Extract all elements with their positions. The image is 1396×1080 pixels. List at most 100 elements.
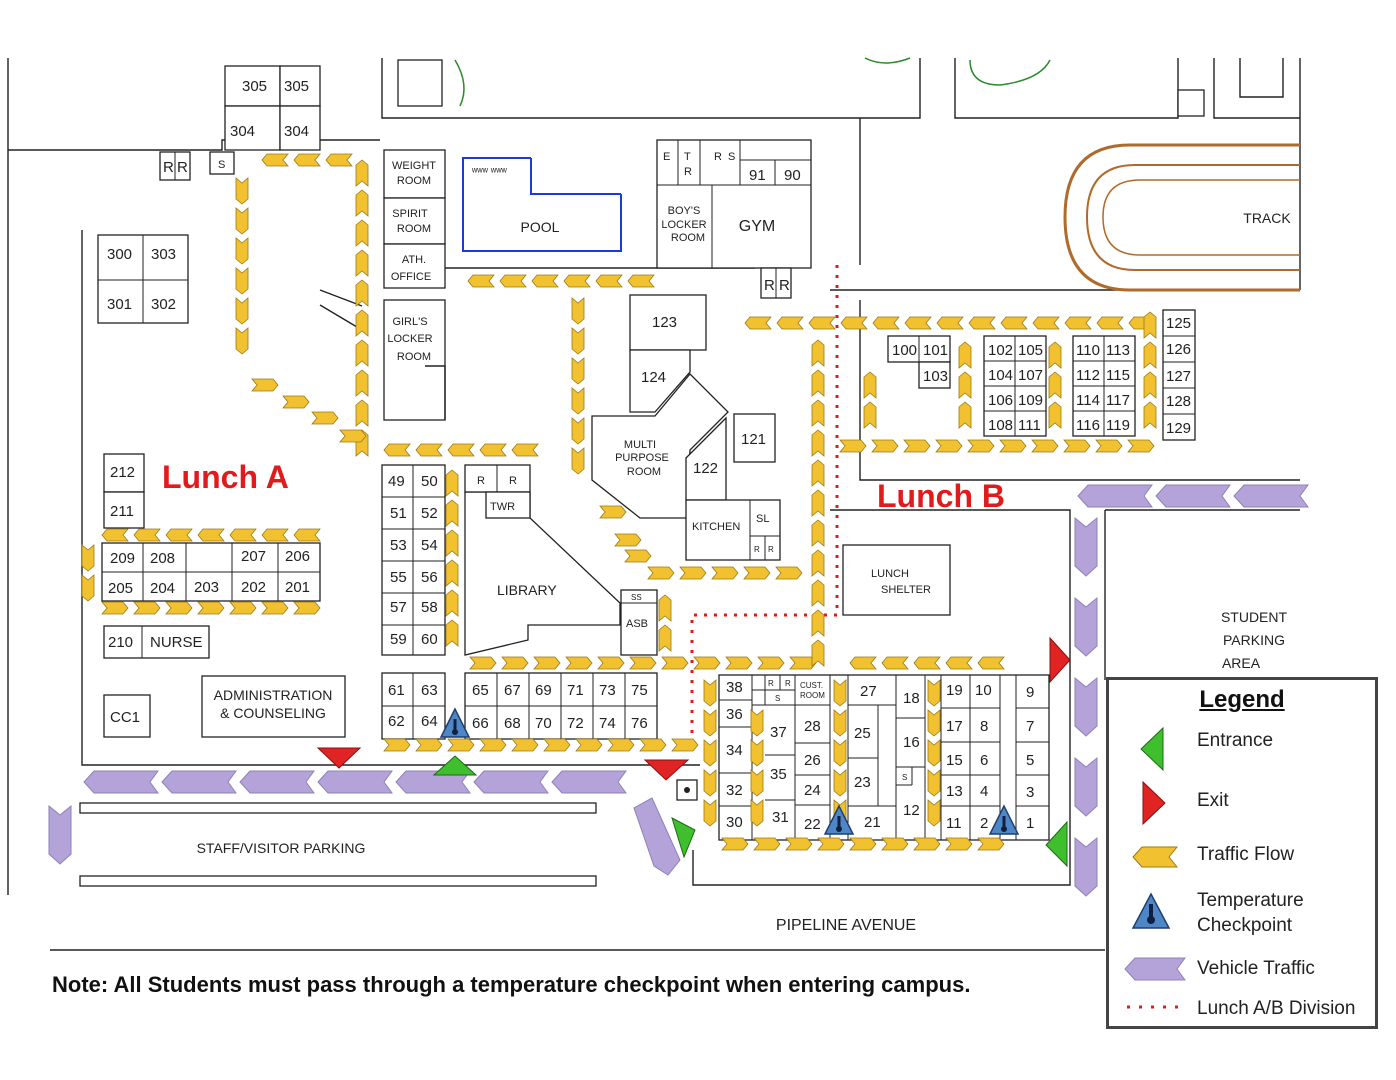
- ss-label: SS: [631, 593, 642, 602]
- traffic-flow-arrow: [1143, 401, 1157, 429]
- legend-label-temperature-1: Temperature: [1197, 890, 1304, 911]
- legend-label-vehicle: Vehicle Traffic: [1197, 958, 1315, 979]
- legend-label-traffic-flow: Traffic Flow: [1197, 844, 1295, 865]
- kitchen-label: KITCHEN: [692, 521, 740, 533]
- room-114: 114: [1076, 392, 1100, 409]
- room-38: 38: [726, 679, 743, 696]
- room-209: 209: [110, 550, 135, 567]
- room-16: 16: [903, 734, 920, 751]
- room-11: 11: [946, 815, 962, 832]
- room-30: 30: [726, 814, 743, 831]
- room-211: 211: [110, 503, 134, 520]
- traffic-flow-arrow: [627, 274, 655, 288]
- traffic-flow-arrow: [445, 529, 459, 557]
- room-25: 25: [854, 725, 871, 742]
- lunch-a-label: Lunch A: [162, 459, 289, 495]
- traffic-flow-arrow: [261, 601, 289, 615]
- wing-100: 100 101 103 102 105 104 107 106 109 108 …: [887, 309, 1196, 441]
- traffic-flow-arrow: [968, 316, 996, 330]
- multipurpose-label-1: MULTI: [624, 439, 656, 451]
- room-18: 18: [903, 690, 920, 707]
- vehicle-traffic-arrow: [83, 770, 159, 794]
- room-105: 105: [1018, 342, 1043, 359]
- room-12: 12: [903, 802, 920, 819]
- room-4: 4: [980, 783, 988, 800]
- traffic-flow-arrow: [81, 574, 95, 602]
- gym-t: T: [684, 151, 691, 163]
- room-13: 13: [946, 783, 963, 800]
- traffic-flow-arrow: [811, 549, 825, 577]
- traffic-flow-arrow: [808, 316, 836, 330]
- traffic-flow-arrow: [101, 528, 129, 542]
- traffic-flow-arrow: [311, 411, 339, 425]
- athletics-block: WEIGHT ROOM SPIRIT ROOM ATH. OFFICE GIRL…: [383, 139, 1291, 421]
- room-117: 117: [1106, 392, 1130, 409]
- exit-marker: [316, 747, 362, 769]
- room-212: 212: [110, 464, 135, 481]
- traffic-flow-arrow: [679, 566, 707, 580]
- pool-water-glyphs: ʷʷʷ ʷʷʷ: [471, 166, 508, 178]
- vehicle-traffic-arrow: [317, 770, 393, 794]
- legend-box: Legend Entrance Exit Traffic Flow Temper…: [1106, 677, 1378, 1029]
- room-128: 128: [1166, 393, 1191, 410]
- weight-room-label-2: ROOM: [397, 175, 431, 187]
- traffic-flow-arrow: [614, 533, 642, 547]
- room-108: 108: [988, 417, 1013, 434]
- traffic-flow-arrow: [811, 609, 825, 637]
- traffic-flow-arrow: [1064, 316, 1092, 330]
- traffic-flow-arrow: [977, 837, 1005, 851]
- lunch-division-icon: [1127, 1005, 1183, 1009]
- traffic-flow-arrow: [671, 738, 699, 752]
- legend-label-exit: Exit: [1197, 790, 1229, 811]
- room-100: 100: [892, 342, 917, 359]
- traffic-flow-arrow: [339, 429, 367, 443]
- room-60: 60: [421, 631, 438, 648]
- traffic-flow-arrow: [165, 528, 193, 542]
- traffic-flow-arrow: [511, 738, 539, 752]
- legend-title: Legend: [1199, 686, 1285, 713]
- staff-parking-label: STAFF/VISITOR PARKING: [197, 840, 366, 856]
- room-36: 36: [726, 706, 743, 723]
- wing-200: 212 211 209 208 207 206 205 204 203 202 …: [101, 453, 346, 738]
- traffic-flow-arrow: [531, 274, 559, 288]
- traffic-flow-arrow: [235, 177, 249, 205]
- room-63: 63: [421, 682, 438, 699]
- traffic-flow-arrow: [571, 387, 585, 415]
- traffic-flow-arrow: [355, 159, 369, 187]
- gym-label: GYM: [739, 218, 775, 235]
- traffic-flow-arrow: [958, 341, 972, 369]
- traffic-flow-arrow: [293, 153, 321, 167]
- traffic-flow-arrow: [936, 316, 964, 330]
- traffic-flow-arrow: [1143, 311, 1157, 339]
- traffic-flow-arrow: [1143, 371, 1157, 399]
- traffic-flow-arrow: [101, 601, 129, 615]
- legend-label-temperature-2: Checkpoint: [1197, 915, 1293, 936]
- entrance-icon: [1140, 726, 1164, 772]
- traffic-flow-arrow: [571, 327, 585, 355]
- block-r1: R: [768, 679, 774, 688]
- traffic-flow-arrow: [447, 738, 475, 752]
- boys-locker-label-3: ROOM: [671, 232, 705, 244]
- vehicle-traffic-arrow: [1233, 484, 1309, 508]
- lunch-b-label: Lunch B: [877, 478, 1005, 514]
- legend-label-entrance: Entrance: [1197, 730, 1274, 751]
- room-116: 116: [1076, 417, 1100, 434]
- room-124: 124: [641, 369, 666, 386]
- traffic-flow-arrow: [595, 274, 623, 288]
- vehicle-traffic-arrow: [239, 770, 315, 794]
- traffic-flow-arrow: [355, 399, 369, 427]
- vehicle-traffic-arrow: [1074, 597, 1098, 657]
- room-37: 37: [770, 724, 787, 741]
- exit-marker: [1049, 636, 1071, 684]
- room-2: 2: [980, 815, 988, 832]
- restroom-r2: R: [177, 159, 188, 176]
- traffic-flow-arrow: [881, 656, 909, 670]
- traffic-flow-arrow: [811, 579, 825, 607]
- room-91: 91: [749, 167, 766, 184]
- spirit-room-label-1: SPIRIT: [392, 208, 428, 220]
- traffic-flow-arrow: [571, 297, 585, 325]
- student-parking-label-2: PARKING: [1223, 632, 1285, 648]
- room-67: 67: [504, 682, 521, 699]
- traffic-flow-arrow: [467, 274, 495, 288]
- gym-s: S: [728, 151, 735, 163]
